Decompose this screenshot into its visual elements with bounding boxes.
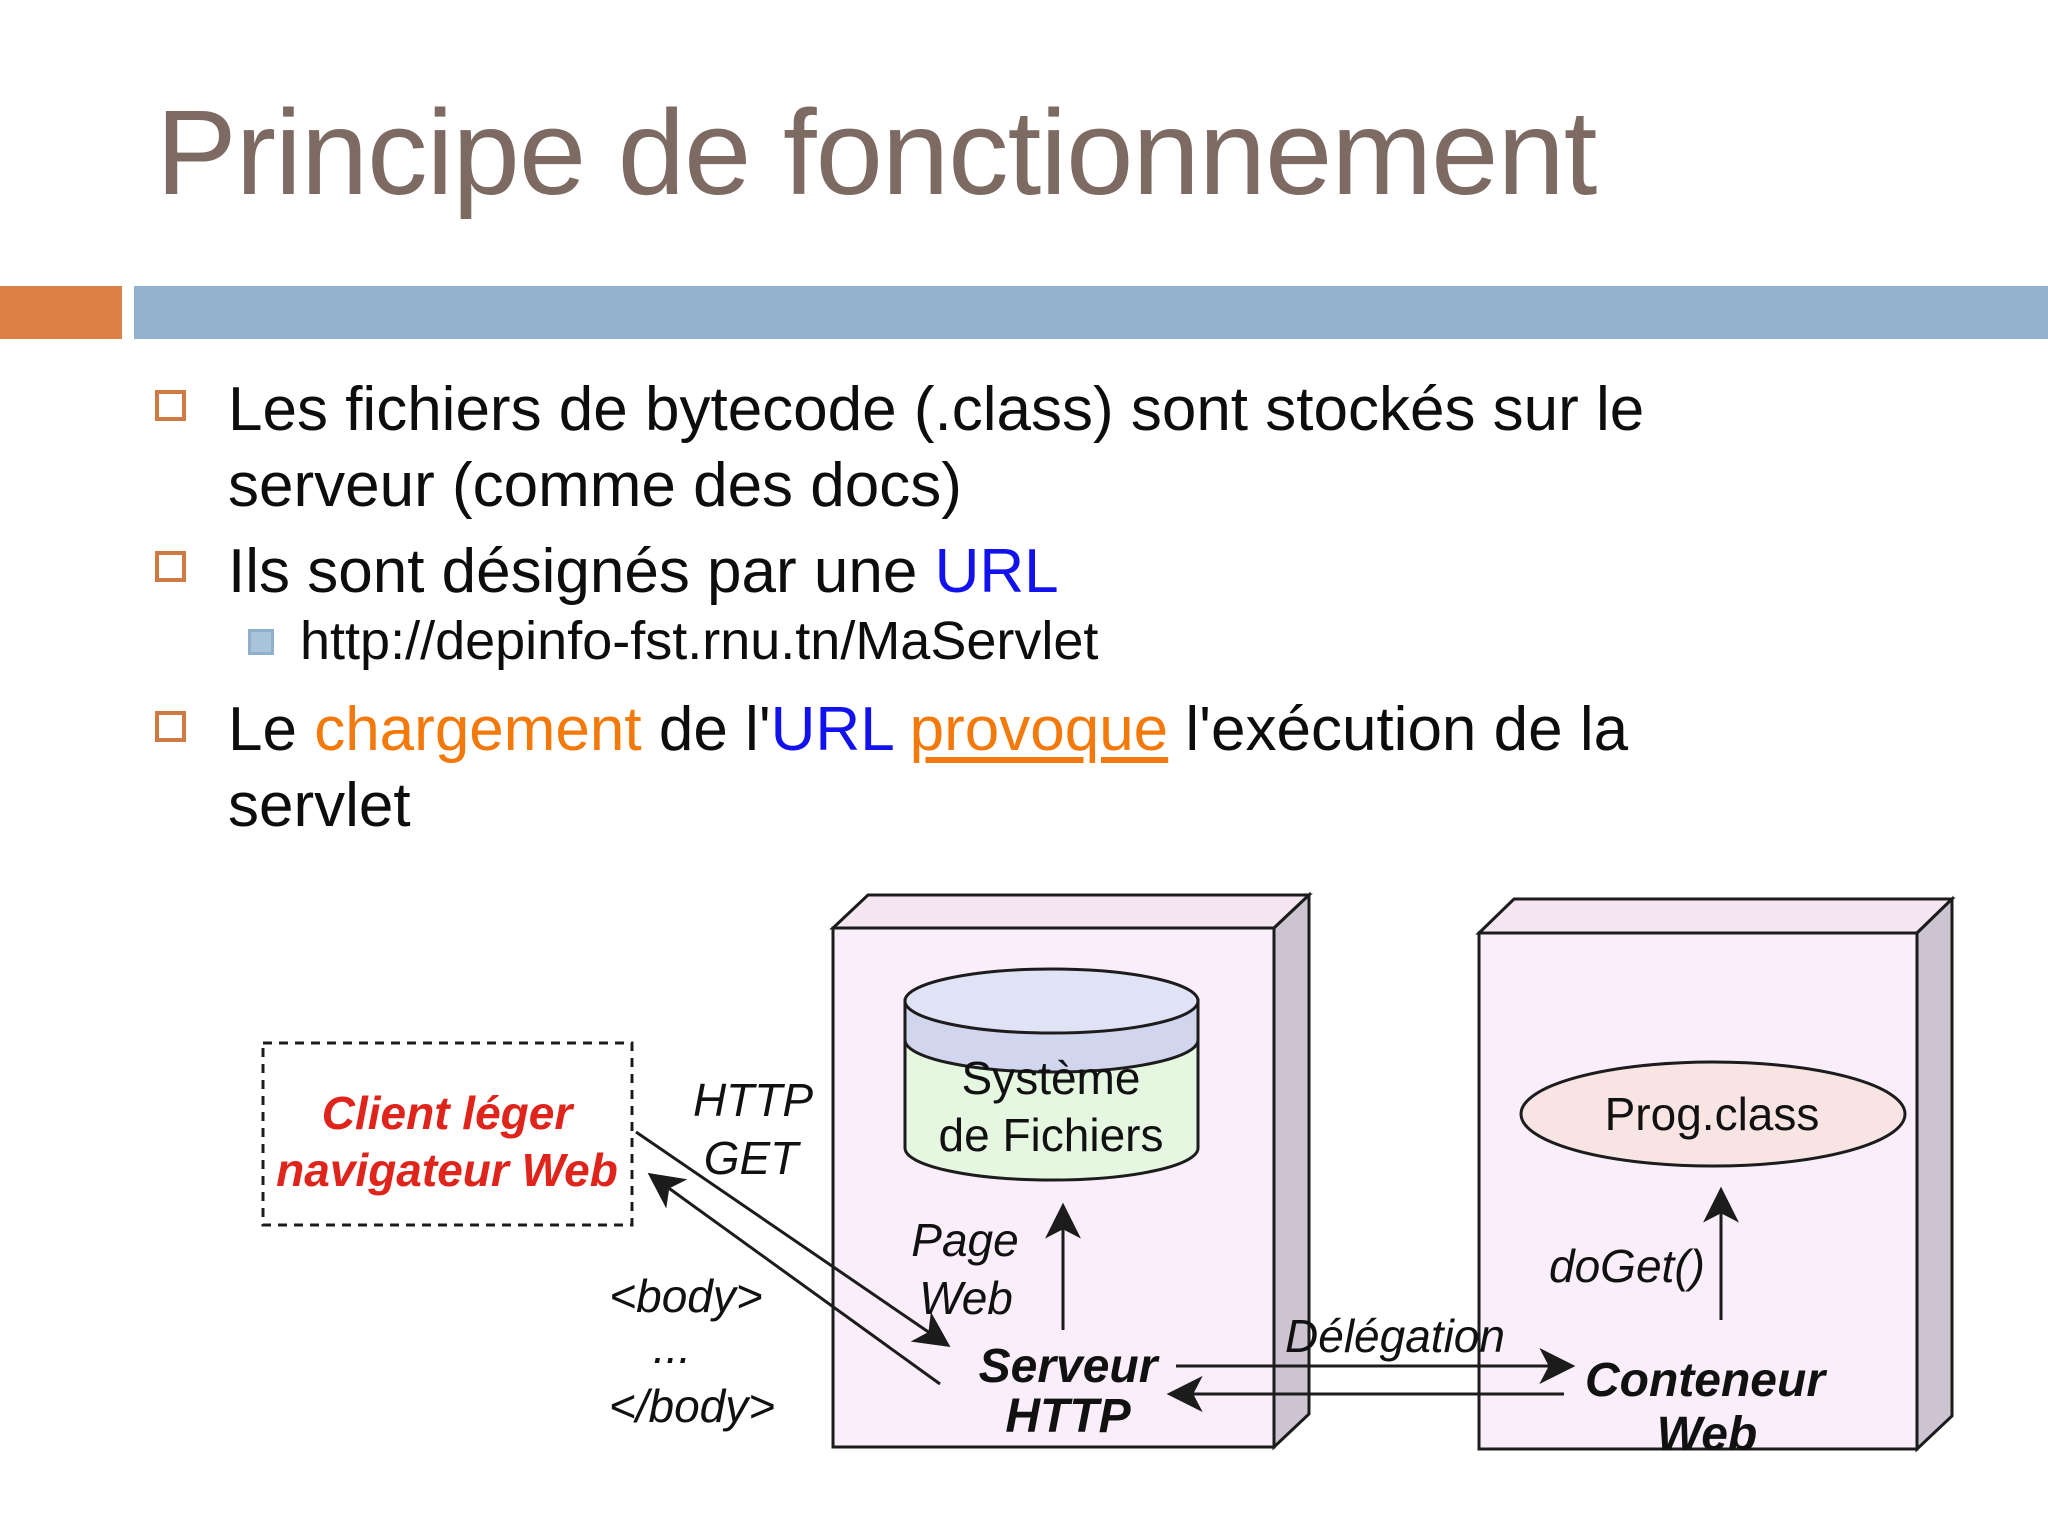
bullet-square-icon — [155, 390, 186, 421]
http-get-label-line2: GET — [704, 1132, 801, 1184]
bullet-2-text: Ils sont désignés par une — [228, 537, 935, 606]
body-close-label: </body> — [609, 1380, 775, 1432]
http-request-arrow — [635, 1130, 951, 1348]
http-response-arrow — [647, 1172, 941, 1386]
client-label-line1: Client léger — [322, 1087, 575, 1139]
prog-class-ellipse: Prog.class — [1519, 1060, 1907, 1168]
bullet-item-2: Ils sont désignés par une URL — [228, 534, 1948, 610]
server-label-line1: Serveur — [979, 1340, 1160, 1393]
http-get-label-line1: HTTP — [693, 1074, 813, 1126]
client-label-line2: navigateur Web — [276, 1144, 618, 1196]
bullet-3-text: de l' — [641, 695, 771, 764]
filesystem-label-line2: de Fichiers — [939, 1109, 1164, 1161]
accent-orange-block — [0, 286, 122, 339]
bullet-square-icon — [155, 551, 186, 582]
chargement-highlight: chargement — [314, 695, 642, 764]
body-open-label: <body> — [609, 1270, 762, 1322]
accent-blue-bar — [134, 286, 2048, 339]
file-system-cylinder: Système de Fichiers — [903, 967, 1200, 1182]
bullet-3-text: l'exécution de la — [1168, 695, 1629, 764]
url-highlight: URL — [934, 537, 1059, 606]
page-web-label-line1: Page — [911, 1214, 1018, 1266]
bullet-1-line-2: serveur (comme des docs) — [228, 451, 962, 520]
provoque-highlight-underlined: provoque — [909, 695, 1169, 764]
delegation-label: Délégation — [1285, 1310, 1505, 1362]
bullet-3-line-2: servlet — [228, 771, 411, 840]
prog-class-label: Prog.class — [1605, 1088, 1820, 1140]
filesystem-label-line1: Système — [962, 1052, 1141, 1104]
bullet-3-line-1: Le chargement de l'URL provoque l'exécut… — [228, 692, 1948, 768]
bullet-1-line-1: Les fichiers de bytecode (.class) sont s… — [228, 375, 1645, 444]
doget-label: doGet() — [1549, 1240, 1705, 1292]
container-label-line1: Conteneur — [1585, 1354, 1827, 1407]
sub-bullet-square-icon — [248, 629, 274, 655]
server-label-line2: HTTP — [1005, 1390, 1131, 1443]
bullet-3-text: Le — [228, 695, 315, 764]
page-web-label-line2: Web — [919, 1272, 1013, 1324]
url-highlight: URL — [770, 695, 893, 764]
sub-bullet-url: http://depinfo-fst.rnu.tn/MaServlet — [300, 611, 1099, 671]
page-title: Principe de fonctionnement — [156, 84, 1597, 220]
body-dots-label: ... — [653, 1321, 691, 1373]
bullet-square-icon — [155, 711, 186, 742]
bullet-item-1: Les fichiers de bytecode (.class) sont s… — [228, 372, 1948, 524]
bullet-item-3: Le chargement de l'URL provoque l'exécut… — [228, 692, 1948, 844]
container-label-line2: Web — [1657, 1408, 1757, 1461]
client-browser-box: Client léger navigateur Web — [261, 1041, 634, 1227]
